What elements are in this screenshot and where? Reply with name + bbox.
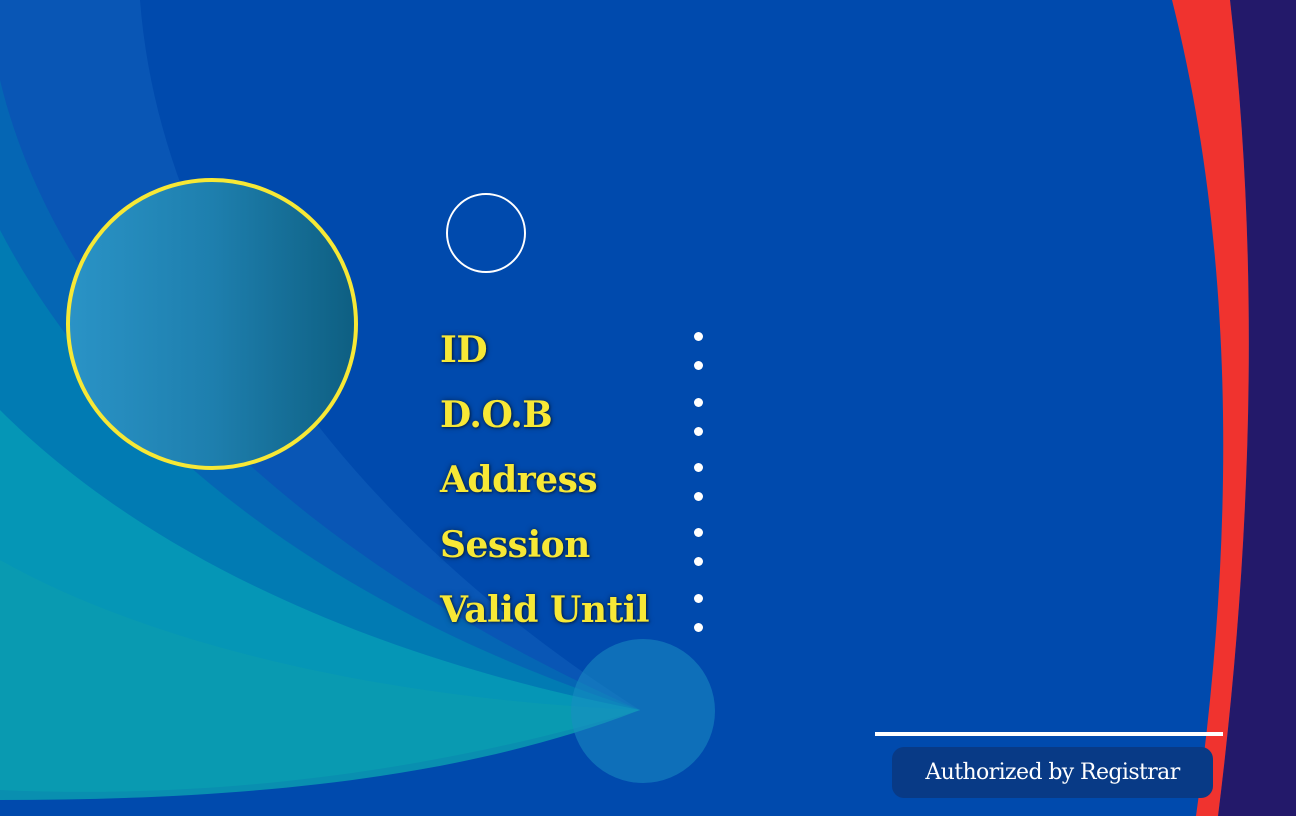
red-swoosh [1172, 0, 1249, 816]
photo-placeholder [66, 178, 358, 470]
authorized-badge: Authorized by Registrar [892, 747, 1213, 798]
colon-dot [694, 557, 703, 566]
field-label-dob: D.O.B [440, 394, 553, 436]
colon-dot [694, 623, 703, 632]
colon-dot [694, 332, 703, 341]
colon-dot [694, 492, 703, 501]
field-label-address: Address [440, 459, 598, 501]
colon-dot [694, 427, 703, 436]
field-label-id: ID [440, 329, 488, 371]
side-band [1218, 0, 1296, 816]
colon-dot [694, 361, 703, 370]
colon-dot [694, 528, 703, 537]
field-label-session: Session [440, 524, 590, 566]
authorized-label: Authorized by Registrar [925, 760, 1180, 785]
signature-line [875, 732, 1223, 736]
bubble-circle [571, 639, 715, 783]
field-label-valid-until: Valid Until [440, 589, 650, 631]
colon-dot [694, 594, 703, 603]
wave-layer-5 [0, 560, 640, 800]
field-labels: ID D.O.B Address Session Valid Until [440, 322, 650, 647]
colon-dot [694, 398, 703, 407]
colon-dot [694, 463, 703, 472]
logo-ring-icon [446, 193, 526, 273]
